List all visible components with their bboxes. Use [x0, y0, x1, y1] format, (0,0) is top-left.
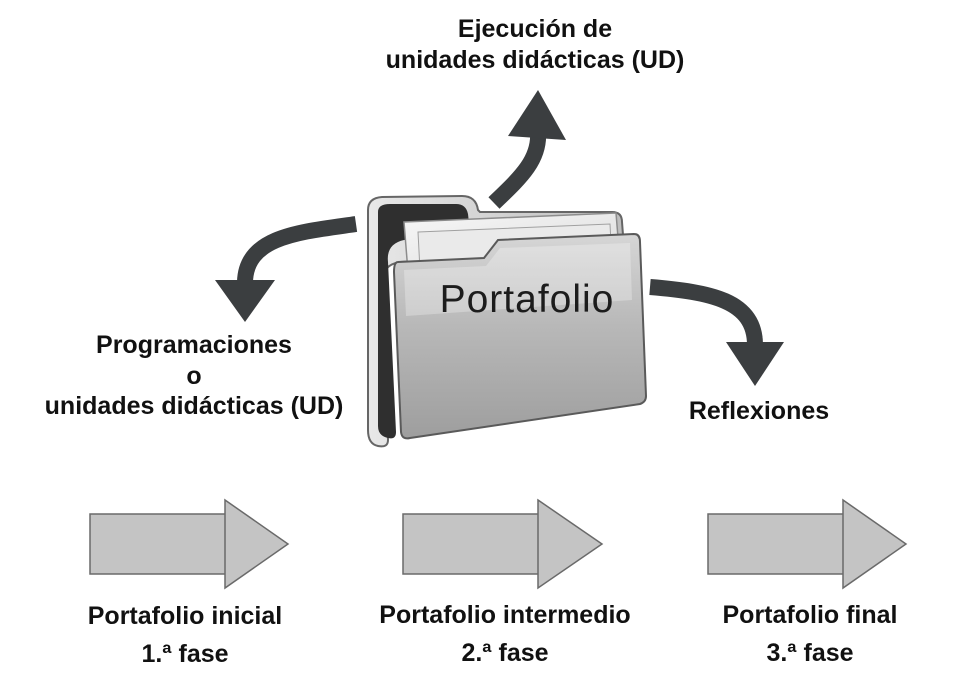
- phase-1-step: 1.ª fase: [141, 639, 229, 668]
- phase-label-3: Portafolio final 3.ª fase: [690, 597, 930, 672]
- folder-title: Portafolio: [439, 278, 615, 321]
- right-output-line1: Reflexiones: [688, 397, 830, 425]
- phase-1-title: Portafolio inicial: [87, 602, 283, 630]
- right-output-label: Reflexiones: [664, 396, 854, 427]
- left-output-line1: Programaciones: [96, 331, 292, 359]
- arrow-to-top: [488, 90, 566, 209]
- arrow-to-right: [649, 279, 784, 386]
- phase-arrow-1: [89, 498, 290, 590]
- left-output-line2: o: [186, 361, 202, 390]
- phase-arrow-2: [402, 498, 604, 590]
- phase-2-title: Portafolio intermedio: [379, 601, 631, 629]
- arrow-to-left: [215, 216, 358, 322]
- phase-3-step: 3.ª fase: [766, 638, 854, 667]
- top-output-label: Ejecución de unidades didácticas (UD): [330, 14, 740, 75]
- folder-icon: [367, 194, 648, 448]
- phase-3-title: Portafolio final: [722, 601, 898, 629]
- top-output-line2: unidades didácticas (UD): [385, 45, 685, 74]
- phase-label-1: Portafolio inicial 1.ª fase: [40, 598, 330, 673]
- left-output-label: Programaciones o unidades didácticas (UD…: [4, 330, 384, 422]
- phase-2-step: 2.ª fase: [461, 638, 549, 667]
- top-output-line1: Ejecución de: [457, 15, 613, 43]
- phase-label-2: Portafolio intermedio 2.ª fase: [340, 597, 670, 672]
- phase-arrow-3: [707, 498, 908, 590]
- left-output-line3: unidades didácticas (UD): [44, 392, 344, 420]
